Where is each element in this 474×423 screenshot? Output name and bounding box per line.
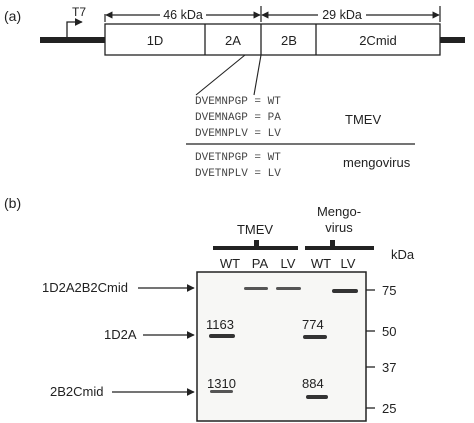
gel-band (303, 335, 327, 339)
mengo-header-line2: virus (325, 220, 353, 235)
marker-label-50: 50 (382, 324, 396, 339)
segment-2a: 2A (225, 33, 241, 48)
kda-label: kDa (391, 247, 415, 262)
gel-band (332, 289, 358, 293)
gel-band (306, 395, 328, 399)
zoom-line-left (195, 54, 246, 96)
lane-label-tmev-wt: WT (220, 256, 240, 271)
mengovirus-label: mengovirus (343, 155, 411, 170)
lane-label-mengo-wt: WT (311, 256, 331, 271)
tmev-header: TMEV (237, 222, 273, 237)
lane-label-tmev-lv: LV (281, 256, 296, 271)
segment-2cmid: 2Cmid (359, 33, 397, 48)
size-label-46: 46 kDa (163, 8, 203, 22)
mengo-group-bar (305, 246, 374, 250)
band-label-1d2a2b2cmid: 1D2A2B2Cmid (42, 280, 128, 295)
tmev-seq-wt: DVEMNPGP = WT (195, 96, 281, 108)
mengo-seq-lv: DVETNPLV = LV (195, 168, 281, 180)
panel-a-label: (a) (4, 8, 21, 24)
band-label-2b2cmid: 2B2Cmid (50, 384, 103, 399)
tmev-label: TMEV (345, 112, 381, 127)
tmev-seq-lv: DVEMNPLV = LV (195, 128, 281, 140)
tmev-seq-pa: DVEMNAGP = PA (195, 112, 281, 124)
lane-label-tmev-pa: PA (252, 256, 269, 271)
gel-band (244, 287, 268, 290)
gel-band (209, 334, 235, 338)
gel-band (276, 287, 301, 290)
count-1d2a-mengo: 774 (302, 317, 324, 332)
marker-label-75: 75 (382, 283, 396, 298)
gel-image (196, 271, 367, 422)
lane-label-mengo-lv: LV (341, 256, 356, 271)
t7-label: T7 (72, 5, 86, 19)
segment-1d: 1D (147, 33, 164, 48)
count-1d2a-tmev: 1163 (206, 317, 234, 332)
band-label-1d2a: 1D2A (104, 327, 137, 342)
panel-b-label: (b) (4, 195, 21, 211)
marker-label-25: 25 (382, 401, 396, 416)
size-label-29: 29 kDa (322, 8, 362, 22)
t7-promoter-arrow (66, 18, 83, 38)
mengo-header-line1: Mengo- (317, 204, 361, 219)
segment-2b: 2B (281, 33, 297, 48)
zoom-line-right (253, 54, 262, 96)
count-2b2cmid-mengo: 884 (302, 376, 324, 391)
count-2b2cmid-tmev: 1310 (207, 376, 236, 391)
marker-label-37: 37 (382, 360, 396, 375)
gel-band (210, 390, 233, 393)
construct-box (104, 23, 441, 56)
mengo-seq-wt: DVETNPGP = WT (195, 152, 281, 164)
